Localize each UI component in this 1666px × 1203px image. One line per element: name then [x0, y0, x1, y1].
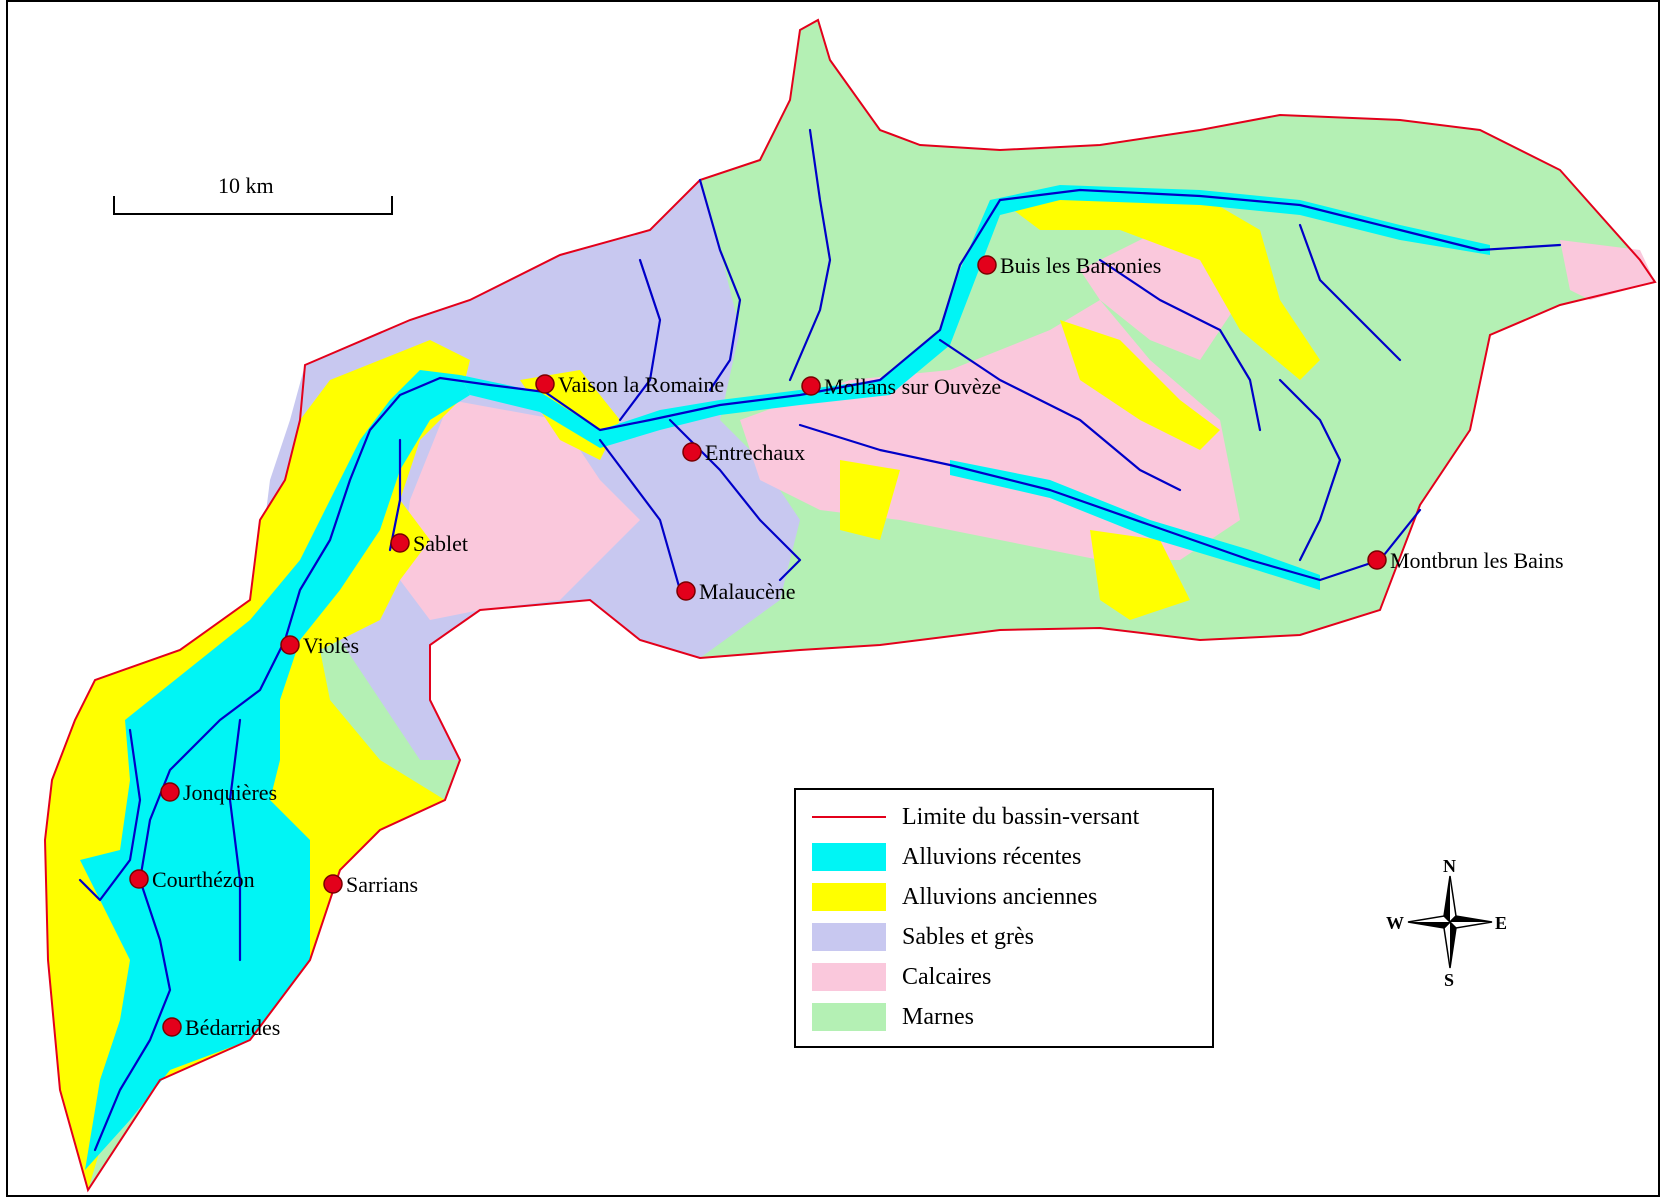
legend-label: Alluvions anciennes	[902, 883, 1098, 910]
town-marker	[162, 1017, 182, 1037]
river-ne-2	[1098, 258, 1262, 432]
river-ouveze-main	[93, 188, 1562, 1152]
compass-north-label: N	[1443, 856, 1456, 876]
town-mollans-sur-ouveze: Mollans sur Ouvèze	[801, 374, 1001, 399]
town-marker	[801, 376, 821, 396]
town-marker	[390, 533, 410, 553]
zone-calcaires-center	[400, 400, 640, 620]
town-label: Violès	[303, 633, 359, 658]
zone-calcaires-far-east	[1560, 240, 1655, 300]
river-toulourenc	[798, 423, 1422, 582]
town-label: Buis les Barronies	[1000, 253, 1161, 278]
town-montbrun-les-bains: Montbrun les Bains	[1367, 548, 1564, 573]
compass-east-label: E	[1495, 913, 1507, 933]
legend-label: Alluvions récentes	[902, 843, 1082, 870]
river-west-1	[78, 728, 142, 902]
legend-item-calcaires: Calcaires	[812, 960, 991, 994]
legend-label: Sables et grès	[902, 923, 1034, 950]
river-network	[78, 128, 1562, 1152]
town-marker	[977, 255, 997, 275]
legend-color-swatch	[812, 923, 886, 951]
town-marker	[676, 581, 696, 601]
town-courthezon: Courthézon	[129, 867, 255, 892]
town-marker	[323, 874, 343, 894]
town-label: Sarrians	[346, 872, 418, 897]
town-label: Bédarrides	[185, 1015, 280, 1040]
river-north-2	[788, 128, 832, 382]
zone-alluvions-anciennes-east-4	[1090, 530, 1190, 620]
compass-west-label: W	[1386, 913, 1404, 933]
town-label: Vaison la Romaine	[558, 372, 724, 397]
town-label: Malaucène	[699, 579, 796, 604]
town-label: Entrechaux	[705, 440, 805, 465]
legend-item-marnes: Marnes	[812, 1000, 974, 1034]
town-marker	[535, 374, 555, 394]
town-label: Jonquières	[183, 780, 277, 805]
town-marker	[280, 635, 300, 655]
legend-item-boundary: Limite du bassin-versant	[812, 800, 1139, 834]
town-violes: Violès	[280, 633, 359, 658]
town-marker	[129, 869, 149, 889]
town-marker	[682, 442, 702, 462]
towns-layer: Buis les Barronies Vaison la Romaine Mol…	[129, 253, 1564, 1040]
town-entrechaux: Entrechaux	[682, 440, 805, 465]
river-malaucene	[598, 438, 682, 592]
town-sarrians: Sarrians	[323, 872, 418, 897]
legend-item-alluvions-recentes: Alluvions récentes	[812, 840, 1081, 874]
compass-star-dark	[1408, 922, 1450, 928]
river-north-3	[618, 258, 662, 422]
river-west-2	[228, 718, 242, 962]
legend-label: Calcaires	[902, 963, 992, 990]
town-label: Mollans sur Ouvèze	[824, 374, 1001, 399]
zone-alluvions-anciennes-east-1	[1000, 190, 1320, 380]
river-ne-1	[1298, 223, 1402, 362]
town-label: Courthézon	[152, 867, 255, 892]
town-label: Montbrun les Bains	[1390, 548, 1564, 573]
compass-star-dark	[1450, 922, 1456, 968]
scale-bar-label: 10 km	[218, 173, 274, 198]
town-sablet: Sablet	[390, 531, 468, 556]
town-marker	[1367, 550, 1387, 570]
legend-item-alluvions-anciennes: Alluvions anciennes	[812, 880, 1097, 914]
legend-label: Marnes	[902, 1003, 974, 1030]
zone-alluvions-recentes-corridor	[460, 185, 1490, 448]
legend-label: Limite du bassin-versant	[902, 803, 1140, 830]
zone-calcaires-ne	[1080, 230, 1240, 360]
zone-alluvions-recentes-south-east	[950, 460, 1320, 590]
basin-boundary	[43, 18, 1657, 1193]
zone-alluvions-recentes-valley	[80, 370, 470, 1170]
town-buis-les-barronies: Buis les Barronies	[977, 253, 1161, 278]
compass-rose: N S E W	[1386, 856, 1507, 990]
zone-alluvions-anciennes-east-3	[840, 460, 900, 540]
compass-south-label: S	[1444, 970, 1454, 990]
legend-line-swatch	[812, 816, 886, 818]
compass-star-dark	[1450, 916, 1492, 922]
river-entrechaux	[668, 418, 802, 582]
town-bedarrides: Bédarrides	[162, 1015, 280, 1040]
river-east-1	[938, 338, 1182, 492]
map-legend: Limite du bassin-versant Alluvions récen…	[794, 788, 1214, 1048]
scale-bar: 10 km	[113, 173, 393, 215]
legend-color-swatch	[812, 883, 886, 911]
compass-star-dark	[1444, 876, 1450, 922]
river-north-1	[698, 178, 742, 392]
legend-item-sables-et-gres: Sables et grès	[812, 920, 1034, 954]
legend-color-swatch	[812, 963, 886, 991]
town-jonquieres: Jonquières	[160, 780, 277, 805]
town-marker	[160, 782, 180, 802]
town-vaison-la-romaine: Vaison la Romaine	[535, 372, 724, 397]
town-label: Sablet	[413, 531, 468, 556]
legend-color-swatch	[812, 1003, 886, 1031]
river-sablet	[388, 438, 402, 552]
legend-color-swatch	[812, 843, 886, 871]
zone-alluvions-anciennes-east-2	[1060, 320, 1220, 450]
town-malaucene: Malaucène	[676, 579, 796, 604]
river-east-2	[1278, 378, 1342, 562]
